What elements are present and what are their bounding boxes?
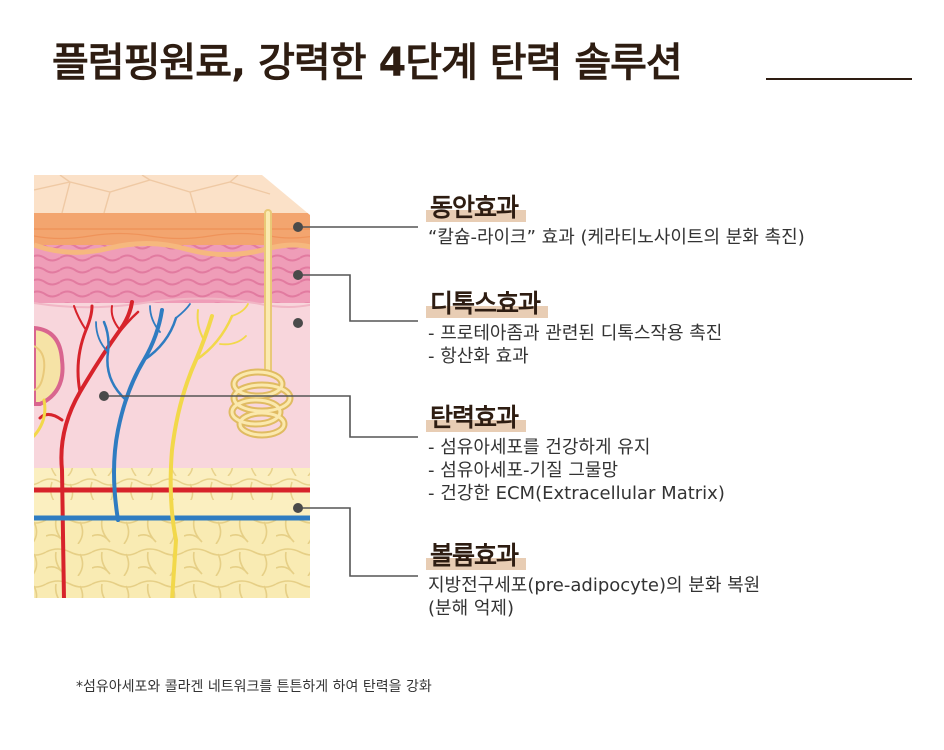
effect-title: 탄력효과 [430, 403, 519, 432]
effect-line: - 프로테아좀과 관련된 디톡스작용 촉진 [428, 323, 723, 344]
effect-item-volume: 볼륨효과 지방전구세포(pre-adipocyte)의 분화 복원 (분해 억제… [426, 540, 760, 620]
effect-title: 동안효과 [430, 193, 519, 222]
stratum-corneum [34, 175, 310, 213]
effect-line: - 섬유아세포-기질 그물망 [428, 460, 619, 481]
marker-2 [293, 270, 303, 280]
vein [34, 303, 310, 522]
page-title: 플럼핑원료, 강력한 4단계 탄력 솔루션 [52, 40, 683, 86]
effect-description: - 섬유아세포를 건강하게 유지 - 섬유아세포-기질 그물망 - 건강한 EC… [428, 436, 725, 505]
leader-markers [99, 222, 303, 513]
marker-5 [293, 503, 303, 513]
sweat-gland [228, 209, 294, 439]
artery [34, 300, 310, 598]
effect-item-anti-aging: 동안효과 “칼슘-라이크” 효과 (케라티노사이트의 분화 촉진) [426, 192, 805, 249]
effect-line: - 건강한 ECM(Extracellular Matrix) [428, 483, 725, 504]
effect-line: “칼슘-라이크” 효과 (케라티노사이트의 분화 촉진) [428, 227, 805, 248]
effect-description: 지방전구세포(pre-adipocyte)의 분화 복원 (분해 억제) [428, 574, 760, 620]
effect-line: 지방전구세포(pre-adipocyte)의 분화 복원 [428, 575, 761, 596]
leader-line-3 [104, 395, 418, 438]
effect-item-elasticity: 탄력효과 - 섬유아세포를 건강하게 유지 - 섬유아세포-기질 그물망 - 건… [426, 402, 725, 505]
effect-description: “칼슘-라이크” 효과 (케라티노사이트의 분화 촉진) [428, 226, 805, 249]
leader-line-4 [298, 507, 418, 577]
effect-line: (분해 억제) [428, 598, 515, 619]
marker-4 [99, 391, 109, 401]
effect-item-detox: 디톡스효과 - 프로테아좀과 관련된 디톡스작용 촉진 - 항산화 효과 [426, 288, 722, 368]
marker-3 [293, 318, 303, 328]
effect-line: - 항산화 효과 [428, 346, 529, 367]
leader-line-2 [298, 274, 418, 322]
fat-upper-layer [34, 468, 310, 500]
marker-1 [293, 222, 303, 232]
title-underline [766, 78, 912, 80]
skin-cross-section [34, 175, 310, 598]
effect-description: - 프로테아좀과 관련된 디톡스작용 촉진 - 항산화 효과 [428, 322, 722, 368]
effect-line: - 섬유아세포를 건강하게 유지 [428, 437, 651, 458]
leader-lines [104, 226, 418, 577]
effect-title: 볼륨효과 [430, 541, 519, 570]
nerve [34, 303, 249, 598]
effect-title: 디톡스효과 [430, 289, 541, 318]
footnote: *섬유아세포와 콜라겐 네트워크를 튼튼하게 하여 탄력을 강화 [76, 679, 432, 695]
